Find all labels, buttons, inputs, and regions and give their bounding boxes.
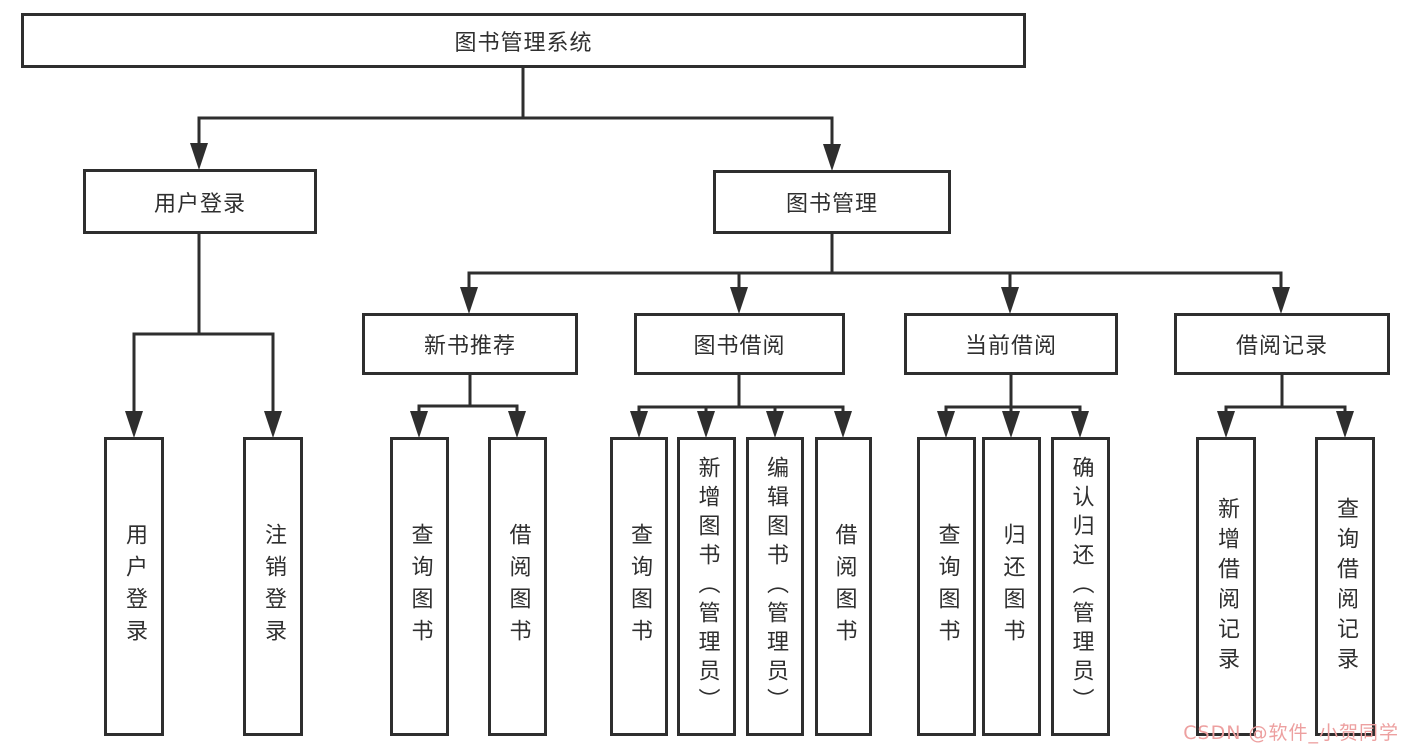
leaf-confirm-return-admin: 确认归还（管理员）	[1051, 437, 1110, 736]
leaf-borrow-book-recommend: 借阅图书	[488, 437, 547, 736]
node-borrow-record: 借阅记录	[1174, 313, 1390, 375]
leaf-return-book: 归还图书	[982, 437, 1041, 736]
leaf-borrow-book: 借阅图书	[815, 437, 872, 736]
leaf-query-book-current: 查询图书	[917, 437, 976, 736]
leaf-query-book-recommend: 查询图书	[390, 437, 449, 736]
node-new-book-recommend: 新书推荐	[362, 313, 578, 375]
leaf-logout: 注销登录	[243, 437, 303, 736]
leaf-query-borrow-record: 查询借阅记录	[1315, 437, 1375, 736]
csdn-watermark: CSDN @软件_小贺同学	[1183, 722, 1399, 744]
leaf-add-book-admin: 新增图书（管理员）	[677, 437, 736, 736]
node-current-borrow: 当前借阅	[904, 313, 1118, 375]
leaf-user-login: 用户登录	[104, 437, 164, 736]
node-user-login: 用户登录	[83, 169, 317, 234]
leaf-edit-book-admin: 编辑图书（管理员）	[746, 437, 804, 736]
node-book-management: 图书管理	[713, 170, 951, 234]
leaf-query-book-borrow: 查询图书	[610, 437, 668, 736]
node-book-borrow: 图书借阅	[634, 313, 845, 375]
node-library-management-system: 图书管理系统	[21, 13, 1026, 68]
leaf-add-borrow-record: 新增借阅记录	[1196, 437, 1256, 736]
